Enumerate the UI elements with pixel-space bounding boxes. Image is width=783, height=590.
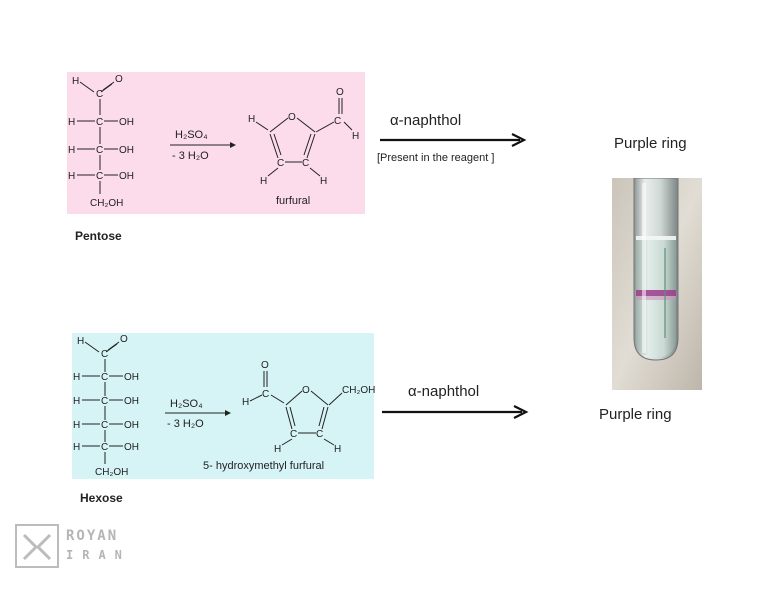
pentose-reagent-bottom: - 3 H₂O xyxy=(172,150,209,162)
svg-text:C: C xyxy=(262,389,269,400)
svg-text:H: H xyxy=(73,372,80,383)
svg-text:C: C xyxy=(96,89,103,100)
pentose-reaction-arrow xyxy=(380,133,527,147)
pentose-result: Purple ring xyxy=(614,135,687,152)
hexose-reaction-arrow xyxy=(382,405,529,419)
hexose-naphthol-label: α-naphthol xyxy=(408,383,480,400)
svg-text:H: H xyxy=(72,76,79,87)
hmf-ch2oh: CH₂OH xyxy=(342,385,375,396)
royan-logo-icon xyxy=(15,524,59,568)
svg-text:C: C xyxy=(101,420,108,431)
svg-text:H: H xyxy=(334,444,341,455)
hmf-label: 5- hydroxymethyl furfural xyxy=(203,460,325,472)
hexose-ch2oh: CH₂OH xyxy=(95,467,128,478)
svg-text:C: C xyxy=(334,116,341,127)
svg-text:H: H xyxy=(260,176,267,187)
svg-text:H: H xyxy=(73,420,80,431)
svg-text:C: C xyxy=(101,372,108,383)
test-tube-photo xyxy=(612,178,702,390)
pentose-panel xyxy=(67,72,365,214)
svg-text:H: H xyxy=(68,145,75,156)
furfural-label: furfural xyxy=(276,195,311,207)
svg-text:H: H xyxy=(242,397,249,408)
hexose-label: Hexose xyxy=(80,491,123,505)
svg-text:O: O xyxy=(302,385,310,396)
hexose-panel xyxy=(72,333,374,479)
svg-text:C: C xyxy=(302,158,309,169)
pentose-structure: H C O H C OH H C OH H C OH CH₂OH xyxy=(68,74,134,209)
svg-text:C: C xyxy=(96,171,103,182)
svg-text:C: C xyxy=(101,349,108,360)
pentose-condition-arrow xyxy=(170,142,236,148)
hexose-oh-1: OH xyxy=(124,372,139,383)
pentose-oh-3: OH xyxy=(119,171,134,182)
svg-text:O: O xyxy=(120,334,128,345)
hexose-oh-2: OH xyxy=(124,396,139,407)
reagent-note: [Present in the reagent ] xyxy=(377,152,495,164)
hexose-oh-4: OH xyxy=(124,442,139,453)
svg-text:H: H xyxy=(68,117,75,128)
hmf-structure: H C O O C C H H CH₂OH xyxy=(242,360,375,455)
pentose-reagent-top: H₂SO₄ xyxy=(175,129,208,141)
svg-text:H: H xyxy=(73,442,80,453)
svg-text:O: O xyxy=(261,360,269,371)
furfural-structure: H O C C H H C O H xyxy=(248,87,359,187)
logo-name-bottom: IRAN xyxy=(66,548,131,562)
hexose-oh-3: OH xyxy=(124,420,139,431)
pentose-label: Pentose xyxy=(75,229,122,243)
hexose-condition-arrow xyxy=(165,410,231,416)
svg-text:H: H xyxy=(68,171,75,182)
svg-text:C: C xyxy=(277,158,284,169)
svg-text:H: H xyxy=(73,396,80,407)
svg-text:H: H xyxy=(320,176,327,187)
test-tube-illustration xyxy=(612,178,702,390)
logo-name-top: ROYAN xyxy=(66,528,119,544)
svg-text:O: O xyxy=(288,112,296,123)
svg-text:H: H xyxy=(352,131,359,142)
pentose-ch2oh: CH₂OH xyxy=(90,198,123,209)
svg-text:C: C xyxy=(101,442,108,453)
svg-text:C: C xyxy=(96,117,103,128)
svg-text:C: C xyxy=(316,429,323,440)
pentose-oh-2: OH xyxy=(119,145,134,156)
svg-text:H: H xyxy=(248,114,255,125)
hexose-reagent-bottom: - 3 H₂O xyxy=(167,418,204,430)
hexose-structure: H C O H C OH H C OH H C OH H C OH CH₂OH xyxy=(73,334,139,478)
pentose-oh-1: OH xyxy=(119,117,134,128)
hexose-result: Purple ring xyxy=(599,406,672,423)
svg-text:H: H xyxy=(274,444,281,455)
svg-text:C: C xyxy=(101,396,108,407)
svg-text:C: C xyxy=(96,145,103,156)
svg-text:O: O xyxy=(336,87,344,98)
pentose-naphthol-label: α-naphthol xyxy=(390,112,462,129)
hexose-reagent-top: H₂SO₄ xyxy=(170,398,203,410)
svg-text:O: O xyxy=(115,74,123,85)
svg-text:C: C xyxy=(290,429,297,440)
purple-ring xyxy=(636,290,676,296)
svg-text:H: H xyxy=(77,336,84,347)
